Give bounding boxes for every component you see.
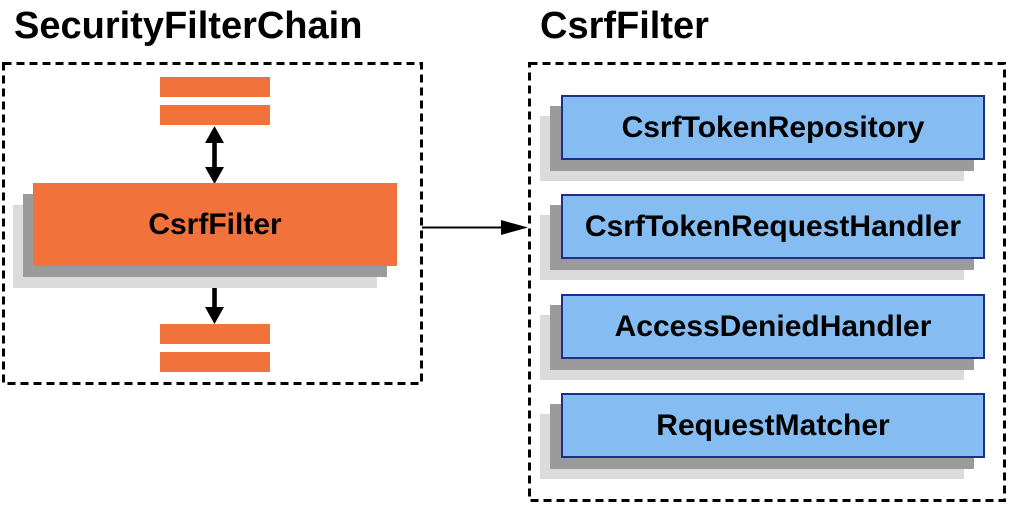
component-box-request-matcher: RequestMatcher	[561, 393, 985, 458]
component-box-label: RequestMatcher	[656, 408, 890, 442]
filter-placeholder-bar-2	[160, 105, 270, 125]
component-box-csrf-token-request-handler: CsrfTokenRequestHandler	[561, 194, 985, 259]
security-filter-chain-boundary	[2, 62, 423, 385]
filter-placeholder-bar-1	[160, 77, 270, 97]
component-box-csrf-token-repository: CsrfTokenRepository	[561, 95, 985, 160]
filter-placeholder-bar-4	[160, 352, 270, 372]
csrf-filter-node-label: CsrfFilter	[148, 207, 282, 241]
csrf-filter-title: CsrfFilter	[540, 5, 709, 47]
csrf-filter-boundary	[528, 62, 1006, 502]
bidirectional-arrow-icon	[205, 266, 224, 324]
flow-arrow-icon	[422, 220, 528, 235]
security-filter-chain-title: SecurityFilterChain	[14, 5, 363, 47]
component-box-label: CsrfTokenRequestHandler	[584, 209, 962, 243]
csrf-filter-node: CsrfFilter	[33, 183, 397, 266]
component-box-label: AccessDeniedHandler	[614, 309, 932, 343]
filter-placeholder-bar-3	[160, 324, 270, 344]
component-box-access-denied-handler: AccessDeniedHandler	[561, 294, 985, 359]
component-box-label: CsrfTokenRepository	[621, 110, 925, 144]
bidirectional-arrow-icon	[205, 126, 224, 184]
